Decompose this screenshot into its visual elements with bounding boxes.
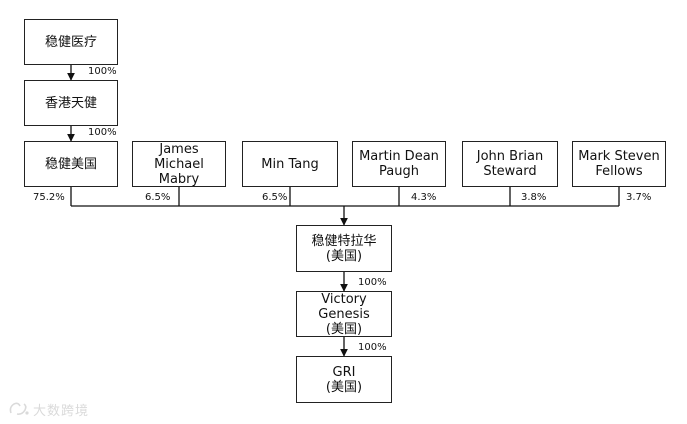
node-james-mabry: James Michael Mabry [132, 141, 226, 187]
label-mark-share: 3.7% [626, 192, 652, 203]
label-martin-share: 4.3% [411, 192, 437, 203]
watermark: 大数跨境 [8, 400, 90, 419]
label-us-share: 75.2% [33, 192, 65, 203]
watermark-logo-icon [9, 402, 29, 415]
node-wenjian-us: 稳健美国 [24, 141, 118, 187]
node-john-steward: John Brian Steward [462, 141, 558, 187]
label-yiliao-hk-pct: 100% [88, 66, 117, 77]
node-mark-fellows: Mark Steven Fellows [572, 141, 666, 187]
watermark-text: 大数跨境 [33, 403, 90, 419]
label-hk-us-pct: 100% [88, 127, 117, 138]
node-wenjian-tlh: 稳健特拉华 (美国) [296, 225, 392, 272]
node-victory-genesis: Victory Genesis (美国) [296, 291, 392, 337]
node-min-tang: Min Tang [242, 141, 338, 187]
node-hk-tianjian: 香港天健 [24, 80, 118, 126]
label-victory-gri-pct: 100% [358, 342, 387, 353]
label-min-tang-share: 6.5% [262, 192, 288, 203]
node-martin-paugh: Martin Dean Paugh [352, 141, 446, 187]
node-gri: GRI (美国) [296, 356, 392, 403]
label-tlh-victory-pct: 100% [358, 277, 387, 288]
label-james-share: 6.5% [145, 192, 171, 203]
label-john-share: 3.8% [521, 192, 547, 203]
node-wenjian-yiliao: 稳健医疗 [24, 19, 118, 65]
